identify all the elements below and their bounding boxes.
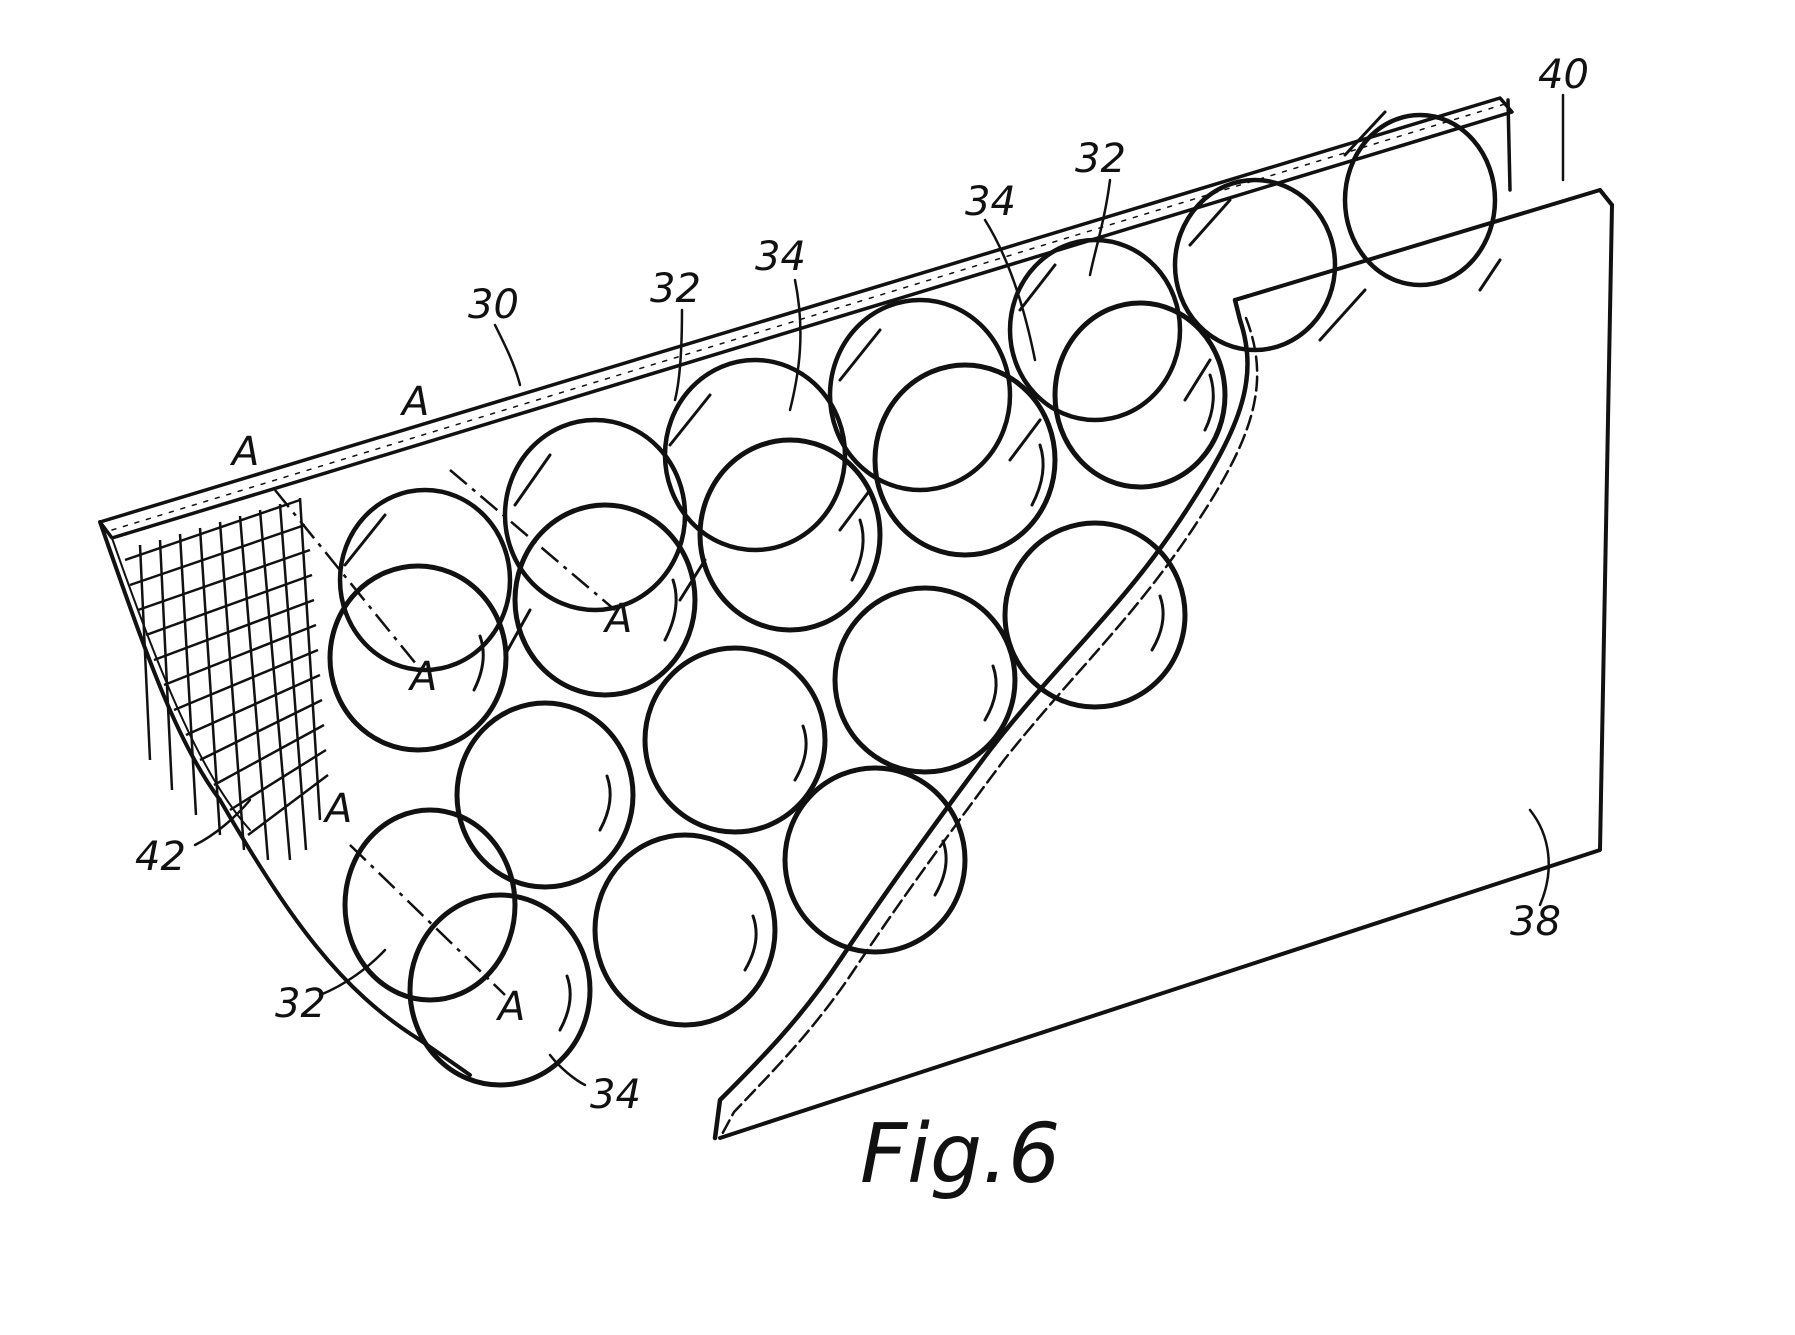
cylinder-mid-5 — [337, 487, 513, 673]
cylinder-face-9 — [454, 700, 636, 890]
cylinder-face-4 — [512, 502, 698, 698]
label-32-top: 32 — [650, 266, 701, 312]
axis-label-a1: A — [399, 379, 429, 425]
cylinder-face-1 — [1052, 300, 1228, 490]
axis-label-a6: A — [495, 984, 525, 1030]
reference-labels: 30 32 34 34 32 40 42 32 34 38 A A A A A … — [135, 52, 1589, 1202]
left-curved-profile — [98, 520, 472, 1077]
label-34-top: 34 — [755, 234, 806, 280]
top-sheet-edge — [98, 96, 1514, 540]
label-34-bottom: 34 — [590, 1072, 641, 1118]
cylinder-face-5 — [327, 563, 509, 753]
label-32-bottom: 32 — [275, 981, 326, 1027]
cylinder-face-11 — [592, 832, 778, 1028]
front-panel-folded-edge — [712, 297, 1250, 1141]
axis-lines — [274, 469, 616, 996]
label-42: 42 — [135, 834, 186, 880]
cylinder-mid-2 — [827, 297, 1013, 493]
cylinder-face-3 — [697, 437, 883, 633]
cylinder-face-10 — [782, 765, 968, 955]
label-32-right: 32 — [1075, 136, 1126, 182]
label-34-right: 34 — [965, 179, 1016, 225]
axis-label-a5: A — [322, 786, 352, 832]
cylinder-rear-bottom — [342, 807, 518, 1003]
cylinder-rear-2 — [1172, 177, 1338, 353]
axis-label-a4: A — [407, 654, 437, 700]
cylinder-face-12 — [407, 892, 593, 1088]
cylinder-mid-4 — [502, 417, 688, 613]
label-30: 30 — [468, 282, 519, 328]
cylinder-mid-3 — [662, 357, 848, 553]
cylinder-face-7 — [832, 585, 1018, 775]
cylinder-face-6 — [1002, 520, 1188, 710]
cylinder-face-8 — [642, 645, 828, 835]
label-38: 38 — [1510, 899, 1561, 945]
cylinder-rear-1 — [1342, 112, 1498, 288]
label-40: 40 — [1538, 52, 1589, 98]
figure-caption: Fig.6 — [860, 1107, 1060, 1202]
rear-sheet-right-edge — [1506, 98, 1512, 192]
cylinder-face-2 — [872, 362, 1058, 558]
axis-label-a3: A — [602, 596, 632, 642]
axis-label-a2: A — [229, 429, 259, 475]
net-mesh — [124, 497, 329, 861]
cylinder-mid-1 — [1007, 237, 1183, 423]
